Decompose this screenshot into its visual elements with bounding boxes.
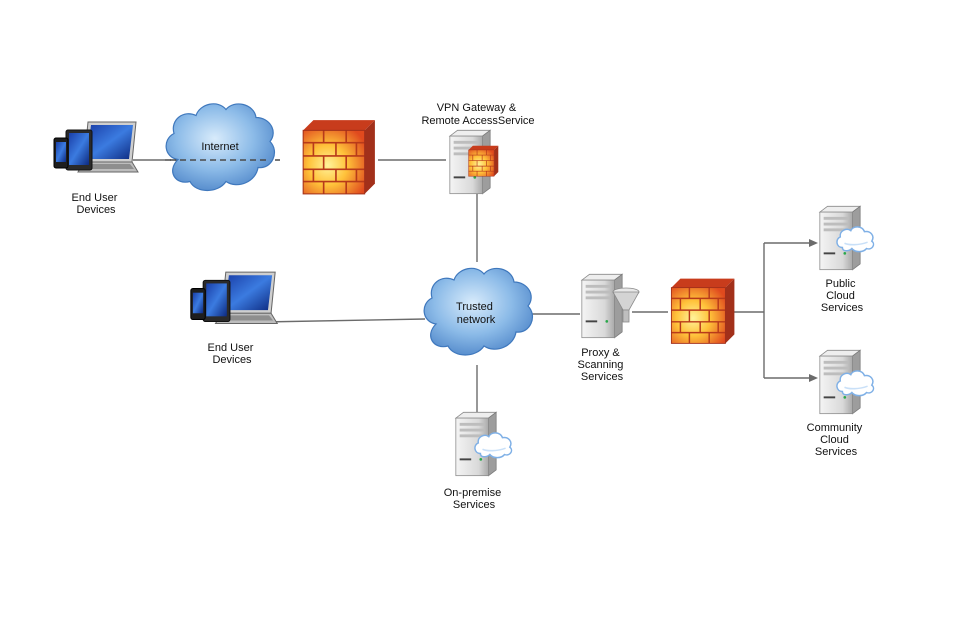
svg-text:Proxy & Scanning S: Proxy & Scanning Services <box>578 347 627 383</box>
arrowheads <box>809 239 818 382</box>
community-cloud-services: Community Cloud Services <box>807 349 875 458</box>
arrowhead-public <box>809 239 818 247</box>
line-devices-to-trusted <box>261 318 426 323</box>
arrowhead-community <box>809 374 818 382</box>
community-cloud-label-1: Community <box>807 422 863 434</box>
on-premise-label-2: Services <box>453 499 496 511</box>
end-user-devices-mid-label-2: Devices <box>212 354 252 366</box>
public-cloud-services: Public Cloud Services <box>819 205 875 314</box>
firewall-internet <box>302 119 376 195</box>
brick-firewall-icon <box>670 277 736 345</box>
public-cloud-label-1: Public <box>825 278 855 290</box>
end-user-devices-top-label-2: Devices <box>76 204 116 216</box>
end-user-devices-top-label-1: End User <box>72 192 118 204</box>
server-icon <box>581 273 623 339</box>
community-cloud-label-2: Cloud <box>820 434 849 446</box>
svg-text:Public Cloud Servi: Public Cloud Services <box>821 278 864 314</box>
on-premise-label-1: On-premise <box>444 487 501 499</box>
public-cloud-label-2: Cloud <box>826 290 855 302</box>
proxy-scanning-label-2: Scanning <box>578 359 624 371</box>
trusted-network-label-1: Trusted <box>456 301 493 313</box>
brick-firewall-icon <box>302 119 376 195</box>
proxy-scanning-label-1: Proxy & <box>581 347 620 359</box>
svg-text:Community Cloud Se: Community Cloud Services <box>807 422 866 458</box>
cloud-icon <box>836 226 875 253</box>
cloud-icon <box>836 370 875 397</box>
brick-firewall-icon <box>468 145 499 177</box>
proxy-scanning: Proxy & Scanning Services <box>578 273 640 383</box>
internet-label: Internet <box>201 141 238 153</box>
funnel-icon <box>612 287 640 323</box>
svg-text:On-premise Services: On-premise Services <box>444 487 505 511</box>
end-user-devices-mid: End User Devices <box>190 271 278 366</box>
vpn-gateway: VPN Gateway & Remote AccessService <box>421 102 535 195</box>
svg-text:VPN Gateway & Remote Acc: VPN Gateway & Remote AccessService <box>421 102 534 127</box>
on-premise-services: On-premise Services <box>444 411 513 511</box>
trusted-network-cloud: Trusted network <box>423 267 534 356</box>
end-user-devices-top: End User Devices <box>53 121 139 216</box>
vpn-gateway-label-2: Remote AccessService <box>421 115 534 127</box>
svg-text:Trusted network: Trusted network <box>456 301 496 326</box>
laptop-tablet-phone-icon <box>53 121 139 173</box>
svg-text:End User Devices: End User Devices <box>72 192 121 216</box>
proxy-scanning-label-3: Services <box>581 371 624 383</box>
end-user-devices-mid-label-1: End User <box>208 342 254 354</box>
vpn-gateway-label-1: VPN Gateway & <box>437 102 517 114</box>
firewall-outbound <box>670 277 736 345</box>
trusted-network-label-2: network <box>457 314 496 326</box>
svg-text:End User Devices: End User Devices <box>208 342 257 366</box>
cloud-icon <box>474 432 513 459</box>
community-cloud-label-3: Services <box>815 446 858 458</box>
public-cloud-label-3: Services <box>821 302 864 314</box>
laptop-tablet-phone-icon <box>190 271 278 325</box>
internet-cloud: Internet <box>165 103 276 192</box>
